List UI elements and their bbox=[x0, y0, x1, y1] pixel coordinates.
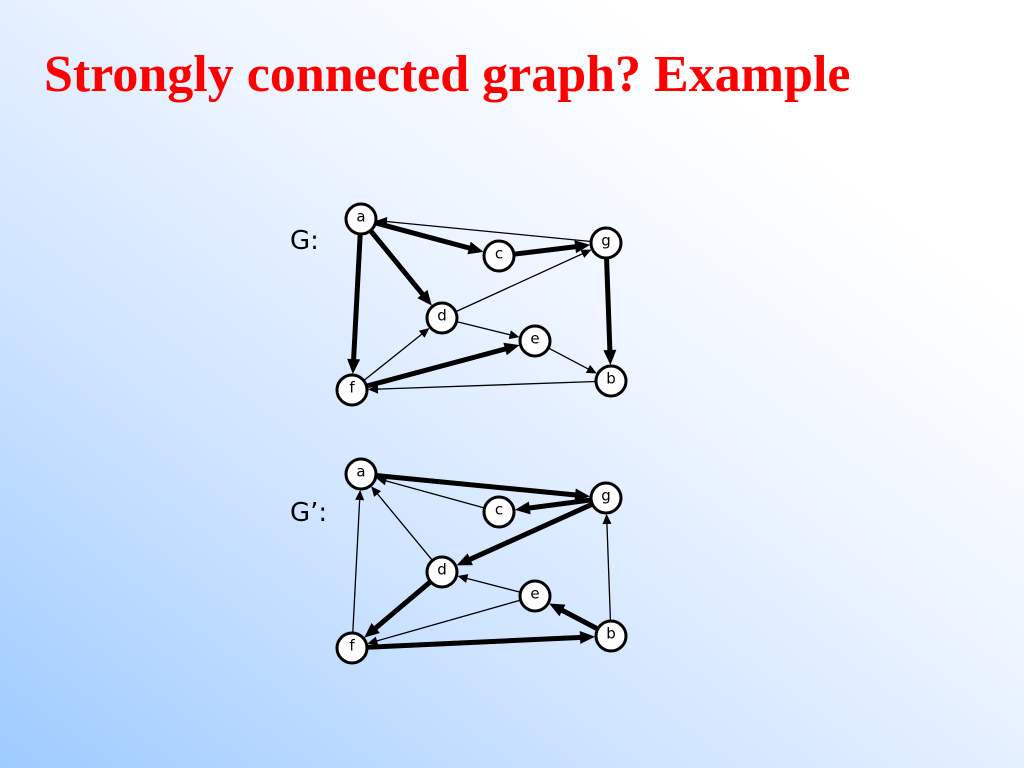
edge-a-c bbox=[372, 220, 474, 251]
edge-e-b bbox=[547, 347, 591, 371]
arrowhead-d-f bbox=[364, 623, 380, 638]
edge-d-f bbox=[371, 579, 434, 632]
node-circle bbox=[589, 481, 623, 515]
node-b: b bbox=[594, 619, 628, 653]
edge-c-a bbox=[383, 479, 486, 509]
node-label: c bbox=[495, 245, 503, 263]
arrowhead-a-c bbox=[467, 241, 484, 255]
edge-d-a bbox=[375, 491, 434, 562]
node-c: c bbox=[482, 495, 516, 529]
graph-g-prime-label: G’: bbox=[290, 498, 328, 528]
node-f: f bbox=[335, 631, 369, 665]
edge-d-e bbox=[455, 320, 513, 336]
node-f: f bbox=[335, 373, 369, 407]
arrowhead-f-a bbox=[355, 489, 365, 501]
node-circle bbox=[518, 579, 552, 613]
edge-e-f bbox=[374, 599, 522, 643]
arrowhead-e-d bbox=[457, 574, 469, 583]
arrowhead-d-g bbox=[580, 249, 592, 258]
edge-a-d bbox=[367, 228, 427, 299]
node-circle bbox=[482, 239, 516, 273]
edge-a-f bbox=[351, 231, 363, 364]
slide-title: Strongly connected graph? Example bbox=[44, 46, 851, 103]
node-circle bbox=[335, 373, 369, 407]
arrowhead-b-g bbox=[602, 513, 612, 525]
edge-f-d bbox=[363, 332, 424, 382]
edge-g-b bbox=[604, 255, 613, 355]
arrowhead-a-d bbox=[417, 289, 432, 306]
arrowhead-d-e bbox=[508, 330, 520, 340]
node-label: d bbox=[437, 561, 447, 579]
node-label: e bbox=[530, 585, 539, 603]
edge-e-d bbox=[464, 577, 522, 593]
edge-g-d bbox=[465, 501, 595, 563]
node-c: c bbox=[482, 239, 516, 273]
node-circle bbox=[425, 301, 459, 335]
arrowhead-a-f bbox=[347, 358, 361, 375]
edge-d-g bbox=[454, 252, 585, 313]
edge-f-e bbox=[363, 346, 510, 389]
node-d: d bbox=[425, 301, 459, 335]
arrowhead-f-e bbox=[503, 342, 520, 356]
node-g: g bbox=[589, 226, 623, 260]
edge-b-f bbox=[375, 380, 597, 390]
node-circle bbox=[344, 457, 378, 491]
node-label: a bbox=[356, 463, 365, 481]
node-a: a bbox=[344, 202, 378, 236]
node-label: a bbox=[356, 208, 365, 226]
arrowhead-e-f bbox=[367, 636, 379, 646]
graph-g-label: G: bbox=[290, 226, 319, 256]
arrowhead-b-f bbox=[367, 384, 379, 394]
arrowhead-e-b bbox=[585, 364, 597, 374]
arrowhead-c-a bbox=[376, 476, 388, 486]
node-label: b bbox=[606, 370, 616, 388]
node-circle bbox=[335, 631, 369, 665]
node-e: e bbox=[518, 579, 552, 613]
node-g: g bbox=[589, 481, 623, 515]
node-label: g bbox=[601, 232, 611, 250]
node-label: d bbox=[437, 307, 447, 325]
node-circle bbox=[594, 619, 628, 653]
node-label: b bbox=[606, 625, 616, 643]
edge-f-a bbox=[352, 497, 361, 634]
edge-f-b bbox=[364, 634, 585, 650]
node-circle bbox=[425, 555, 459, 589]
node-label: f bbox=[349, 637, 355, 655]
edge-b-g bbox=[606, 521, 612, 622]
node-label: e bbox=[530, 330, 539, 348]
edge-g-c bbox=[525, 497, 594, 511]
node-label: c bbox=[495, 501, 503, 519]
node-label: f bbox=[349, 379, 355, 397]
node-circle bbox=[344, 202, 378, 236]
arrowhead-b-e bbox=[549, 603, 566, 617]
node-circle bbox=[482, 495, 516, 529]
graph-g: a b c d e f g bbox=[335, 202, 628, 407]
node-a: a bbox=[344, 457, 378, 491]
arrowhead-g-c bbox=[514, 501, 531, 515]
edge-c-g bbox=[511, 243, 580, 257]
edge-b-e bbox=[558, 607, 601, 632]
arrowhead-f-b bbox=[579, 630, 596, 644]
node-d: d bbox=[425, 555, 459, 589]
graph-g-prime: a b c d e f g bbox=[335, 457, 628, 665]
node-e: e bbox=[518, 324, 552, 358]
node-circle bbox=[594, 364, 628, 398]
arrowhead-c-g bbox=[574, 240, 591, 254]
node-label: g bbox=[601, 487, 611, 505]
arrowhead-a-g bbox=[574, 488, 591, 502]
edge-a-g bbox=[373, 472, 580, 498]
node-b: b bbox=[594, 364, 628, 398]
edge-g-a bbox=[384, 220, 592, 243]
node-circle bbox=[589, 226, 623, 260]
arrowhead-d-a bbox=[371, 486, 382, 497]
node-circle bbox=[518, 324, 552, 358]
arrowhead-g-b bbox=[603, 349, 617, 366]
arrowhead-f-d bbox=[418, 327, 430, 338]
arrowhead-g-d bbox=[456, 553, 473, 566]
